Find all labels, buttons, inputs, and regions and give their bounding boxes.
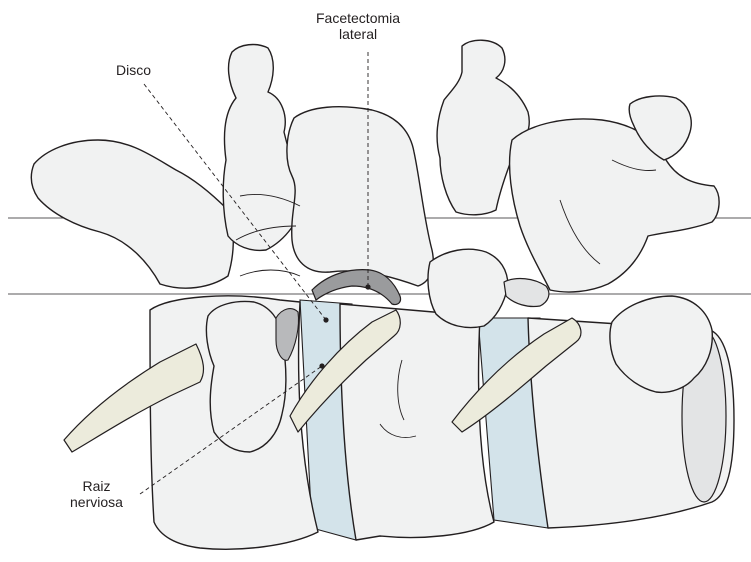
inferior-articular-process-left bbox=[206, 302, 285, 452]
inferior-articular-process-middle bbox=[428, 249, 508, 327]
label-nerve-root: Raiz nerviosa bbox=[70, 478, 123, 510]
pointer-dot-facetectomy bbox=[365, 284, 370, 289]
label-lateral-facetectomy-line1: Facetectomia bbox=[316, 10, 400, 26]
pointer-dot-nerve-root bbox=[319, 363, 324, 368]
lamina-middle bbox=[287, 107, 433, 286]
pointer-dot-disc bbox=[323, 317, 328, 322]
label-disc: Disco bbox=[116, 62, 151, 78]
label-nerve-root-line1: Raiz bbox=[70, 478, 123, 494]
label-lateral-facetectomy-line2: lateral bbox=[316, 26, 400, 42]
articular-facet-right-small bbox=[504, 279, 549, 307]
lamina-right bbox=[510, 119, 720, 292]
transverse-process-upper-left bbox=[31, 140, 233, 288]
label-disc-text: Disco bbox=[116, 62, 151, 78]
label-lateral-facetectomy: Facetectomia lateral bbox=[316, 10, 400, 42]
label-nerve-root-line2: nerviosa bbox=[70, 494, 123, 510]
